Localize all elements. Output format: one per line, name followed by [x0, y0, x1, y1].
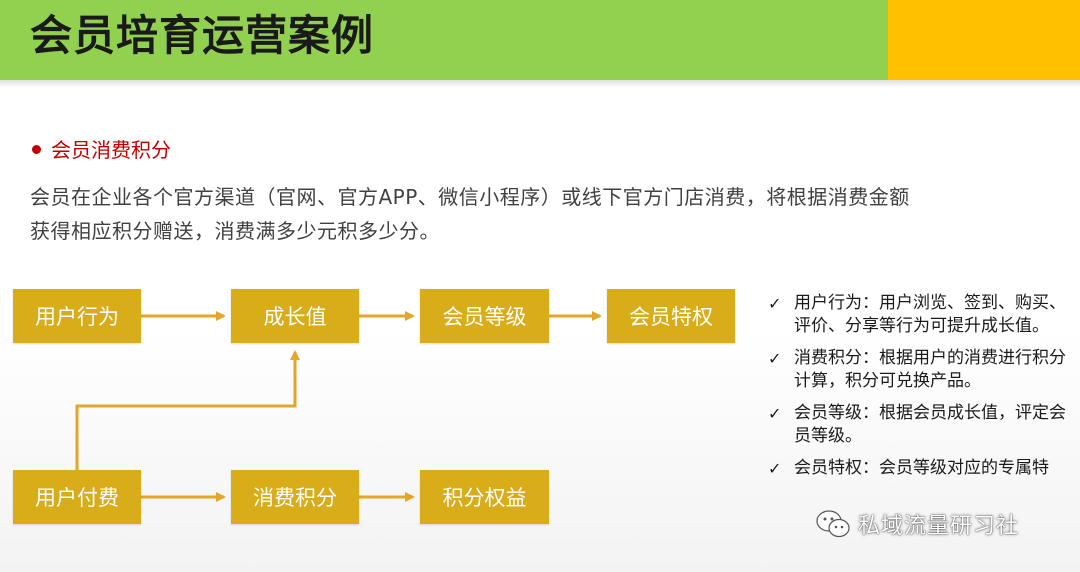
page-title: 会员培育运营案例 [30, 11, 375, 60]
checkmark-icon: ✓ [768, 459, 782, 478]
note-item: ✓ 用户行为：用户浏览、签到、购买、评价、分享等行为可提升成长值。 [768, 292, 1068, 338]
note-text: 会员特权：会员等级对应的专属特 [794, 458, 1049, 478]
bullet-dot-icon [32, 145, 41, 154]
watermark: 私域流量研习社 [816, 508, 1019, 540]
flow-box-user-behavior: 用户行为 [13, 289, 141, 343]
section-description: 会员在企业各个官方渠道（官网、官方APP、微信小程序）或线下官方门店消费，将根据… [30, 180, 1060, 248]
note-text: 会员等级：根据会员成长值，评定会员等级。 [794, 403, 1066, 446]
note-item: ✓ 会员特权：会员等级对应的专属特 [768, 457, 1068, 480]
checkmark-icon: ✓ [768, 294, 782, 313]
notes-list: ✓ 用户行为：用户浏览、签到、购买、评价、分享等行为可提升成长值。 ✓ 消费积分：根… [768, 292, 1068, 489]
header-shadow [0, 80, 1080, 88]
flow-box-member-level: 会员等级 [420, 289, 549, 343]
wechat-icon [816, 510, 850, 538]
note-text: 消费积分：根据用户的消费进行积分计算，积分可兑换产品。 [794, 348, 1066, 391]
flow-box-user-payment: 用户付费 [13, 470, 141, 524]
note-item: ✓ 消费积分：根据用户的消费进行积分计算，积分可兑换产品。 [768, 347, 1068, 393]
header-yellow-band [888, 0, 1080, 80]
section-heading-text: 会员消费积分 [51, 138, 171, 162]
flow-box-points-rights: 积分权益 [420, 470, 549, 524]
note-text: 用户行为：用户浏览、签到、购买、评价、分享等行为可提升成长值。 [794, 293, 1066, 336]
checkmark-icon: ✓ [768, 349, 782, 368]
watermark-text: 私域流量研习社 [858, 514, 1020, 539]
flow-box-growth-value: 成长值 [231, 289, 359, 343]
flow-box-member-privilege: 会员特权 [607, 289, 735, 343]
section-heading: 会员消费积分 [32, 136, 171, 164]
header-bar: 会员培育运营案例 [0, 0, 1080, 80]
checkmark-icon: ✓ [768, 404, 782, 423]
arrow-payment-to-growth [75, 350, 300, 470]
header-green-band [0, 0, 888, 80]
note-item: ✓ 会员等级：根据会员成长值，评定会员等级。 [768, 402, 1068, 448]
description-line-1: 会员在企业各个官方渠道（官网、官方APP、微信小程序）或线下官方门店消费，将根据… [30, 185, 910, 209]
description-line-2: 获得相应积分赠送，消费满多少元积多少分。 [30, 219, 440, 243]
flow-box-consumption-points: 消费积分 [231, 470, 359, 524]
